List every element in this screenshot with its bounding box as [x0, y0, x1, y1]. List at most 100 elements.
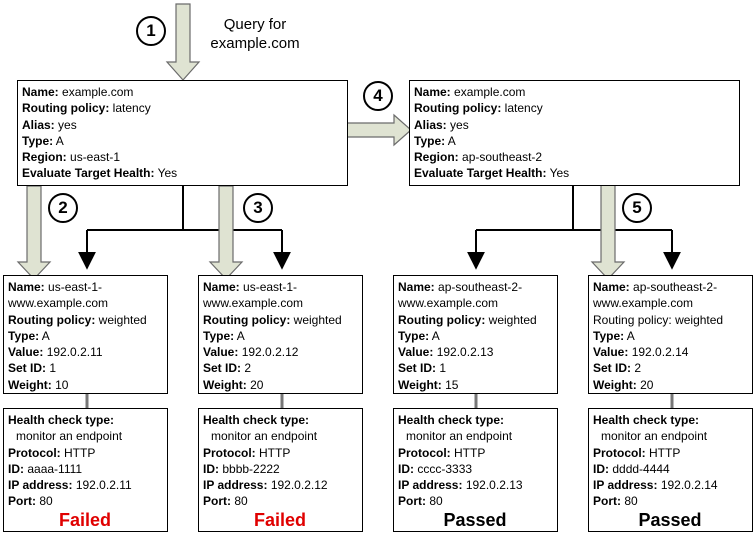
record-name-part1: us-east-1-: [48, 280, 103, 294]
health-check-2: Health check type: monitor an endpoint P…: [198, 408, 363, 532]
ip-address-value: 192.0.2.11: [75, 478, 132, 493]
port-value: 80: [624, 494, 638, 509]
set-id-value: 2: [244, 361, 252, 376]
tree-connector-us-east-1: [78, 186, 291, 270]
health-check-links: [85, 394, 674, 408]
port-label: Port:: [398, 494, 426, 509]
ip-address-value: 192.0.2.12: [270, 478, 328, 493]
weight-value: 20: [640, 377, 654, 392]
type-value: A: [55, 133, 64, 148]
set-id-label: Set ID:: [398, 361, 437, 376]
step-4-marker: 4: [363, 81, 393, 111]
routing-policy-label: Routing policy:: [22, 101, 110, 116]
evaluate-target-health-label: Evaluate Target Health:: [414, 166, 547, 181]
region-label: Region:: [414, 150, 459, 165]
query-caption-line1: Query for: [223, 16, 287, 33]
record-name-part2: www.example.com: [593, 296, 694, 311]
routing-policy-label: Routing policy:: [8, 312, 96, 327]
set-id-value: 1: [49, 361, 57, 376]
tree-connector-ap-southeast-2: [467, 186, 681, 270]
protocol-value: HTTP: [649, 445, 681, 460]
id-label: ID:: [203, 461, 219, 476]
health-check-type-value: monitor an endpoint: [16, 429, 123, 444]
routing-policy-value: latency: [112, 101, 151, 116]
step2-flow-arrow: [16, 185, 52, 280]
alias-value: yes: [450, 117, 469, 132]
name-label: Name:: [8, 280, 45, 294]
set-id-value: 2: [634, 361, 642, 376]
alias-record-ap-southeast-2: Name: example.com Routing policy: latenc…: [409, 80, 740, 186]
type-label: Type:: [22, 133, 54, 148]
port-label: Port:: [593, 494, 621, 509]
protocol-label: Protocol:: [203, 445, 256, 460]
region-value: us-east-1: [70, 150, 121, 165]
record-name-part2: www.example.com: [398, 296, 499, 311]
type-value: A: [236, 328, 245, 343]
protocol-label: Protocol:: [398, 445, 451, 460]
health-check-type-value: monitor an endpoint: [601, 429, 708, 444]
routing-policy-value: weighted: [98, 312, 147, 327]
port-label: Port:: [203, 494, 231, 509]
name-label: Name:: [398, 280, 435, 294]
ip-address-label: IP address:: [398, 478, 463, 493]
routing-policy-value: latency: [504, 101, 543, 116]
set-id-label: Set ID:: [593, 361, 632, 376]
health-check-type-label: Health check type:: [8, 413, 115, 427]
record-name-part1: ap-southeast-2-: [438, 280, 523, 294]
health-status-4: Passed: [638, 510, 702, 530]
type-value: A: [431, 328, 440, 343]
name-label: Name:: [22, 85, 59, 99]
weighted-record-4: Name: ap-southeast-2- www.example.com Ro…: [588, 275, 753, 394]
health-check-type-label: Health check type:: [398, 413, 505, 427]
record-name-part2: www.example.com: [8, 296, 109, 311]
protocol-value: HTTP: [64, 445, 96, 460]
ip-value: 192.0.2.14: [631, 345, 689, 360]
health-check-1: Health check type: monitor an endpoint P…: [3, 408, 168, 532]
ip-address-label: IP address:: [593, 478, 658, 493]
health-check-type-value: monitor an endpoint: [211, 429, 318, 444]
ip-value: 192.0.2.12: [241, 345, 299, 360]
set-id-value: 1: [439, 361, 447, 376]
port-value: 80: [429, 494, 443, 509]
value-label: Value:: [398, 345, 434, 360]
query-caption-line2: example.com: [210, 35, 300, 52]
health-status-2: Failed: [253, 510, 306, 530]
protocol-value: HTTP: [259, 445, 291, 460]
routing-policy-value: weighted: [675, 312, 724, 327]
type-label: Type:: [593, 328, 625, 343]
value-label: Value:: [203, 345, 239, 360]
id-label: ID:: [8, 461, 24, 476]
routing-policy-value: weighted: [488, 312, 537, 327]
set-id-label: Set ID:: [8, 361, 47, 376]
query-flow-arrow: [165, 3, 201, 81]
step3-flow-arrow: [208, 185, 244, 280]
type-value: A: [626, 328, 635, 343]
record-name: example.com: [62, 85, 134, 99]
routing-policy-label: Routing policy:: [414, 101, 502, 116]
type-label: Type:: [398, 328, 430, 343]
step-3-marker: 3: [243, 193, 273, 223]
type-value: A: [447, 133, 456, 148]
name-label: Name:: [203, 280, 240, 294]
id-value: bbbb-2222: [222, 461, 280, 476]
id-label: ID:: [398, 461, 414, 476]
id-label: ID:: [593, 461, 609, 476]
name-label: Name:: [414, 85, 451, 99]
ip-address-label: IP address:: [203, 478, 268, 493]
health-check-3: Health check type: monitor an endpoint P…: [393, 408, 558, 532]
record-name-part1: ap-southeast-2-: [633, 280, 718, 294]
weighted-record-1: Name: us-east-1- www.example.com Routing…: [3, 275, 168, 394]
record-name-part2: www.example.com: [203, 296, 304, 311]
id-value: aaaa-1111: [27, 461, 83, 476]
weight-label: Weight:: [203, 377, 247, 392]
routing-policy-value: weighted: [293, 312, 342, 327]
evaluate-target-health-value: Yes: [549, 166, 570, 181]
set-id-label: Set ID:: [203, 361, 242, 376]
port-label: Port:: [8, 494, 36, 509]
alias-value: yes: [58, 117, 77, 132]
protocol-label: Protocol:: [593, 445, 646, 460]
weight-value: 15: [445, 377, 459, 392]
weight-label: Weight:: [8, 377, 52, 392]
alias-label: Alias:: [414, 117, 447, 132]
